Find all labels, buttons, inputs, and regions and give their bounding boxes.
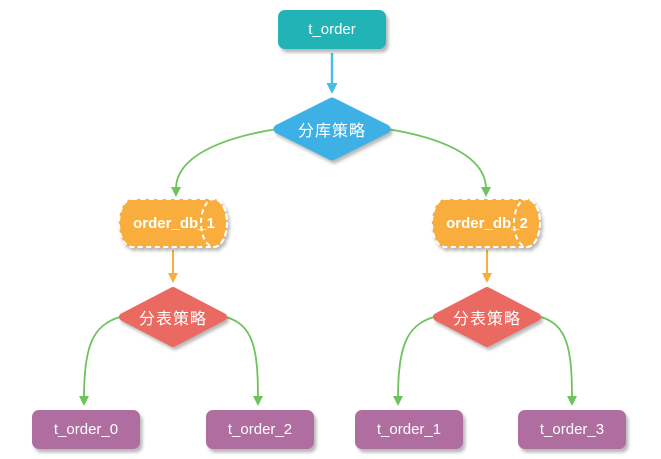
diamond-shape-red bbox=[433, 287, 541, 347]
node-t-order-0: t_order_0 bbox=[32, 410, 140, 449]
node-db-strategy-label: 分库策略 bbox=[297, 123, 366, 140]
node-t-order-1: t_order_1 bbox=[355, 410, 463, 449]
node-t-order-2-label: t_order_2 bbox=[227, 421, 293, 438]
node-t-order-1-label: t_order_1 bbox=[376, 421, 442, 438]
node-t-order-label: t_order bbox=[308, 21, 356, 38]
edge-table-strategy-to-t-order-1 bbox=[393, 316, 435, 406]
node-table-strategy-left: 分表策略 bbox=[118, 286, 228, 348]
edge-db-strategy-to-order-db-1 bbox=[171, 128, 278, 197]
node-t-order-0-label: t_order_0 bbox=[53, 421, 119, 438]
cylinder-shape bbox=[118, 198, 228, 248]
node-order-db-2-label: order_db_2 bbox=[446, 214, 528, 232]
diamond-shape-blue bbox=[273, 97, 391, 161]
edge-table-strategy-to-t-order-3 bbox=[540, 316, 577, 406]
diamond-shape-red bbox=[119, 287, 227, 347]
node-db-strategy: 分库策略 bbox=[273, 97, 391, 161]
edge-table-strategy-to-t-order-2 bbox=[225, 316, 263, 406]
node-order-db-2: order_db_2 bbox=[429, 196, 545, 250]
edge-db-strategy-to-order-db-2 bbox=[386, 128, 491, 197]
node-table-strategy-left-label: 分表策略 bbox=[138, 311, 207, 328]
cylinder-shape bbox=[431, 198, 541, 248]
node-t-order-3-label: t_order_3 bbox=[539, 421, 605, 438]
node-table-strategy-right-label: 分表策略 bbox=[452, 311, 521, 328]
node-order-db-1-label: order_db_1 bbox=[133, 214, 215, 232]
node-t-order-3: t_order_3 bbox=[518, 410, 626, 449]
node-t-order-2: t_order_2 bbox=[206, 410, 314, 449]
edge-table-strategy-to-t-order-0 bbox=[79, 316, 121, 406]
node-t-order: t_order bbox=[278, 10, 386, 49]
node-order-db-1: order_db_1 bbox=[116, 196, 232, 250]
node-table-strategy-right: 分表策略 bbox=[432, 286, 542, 348]
